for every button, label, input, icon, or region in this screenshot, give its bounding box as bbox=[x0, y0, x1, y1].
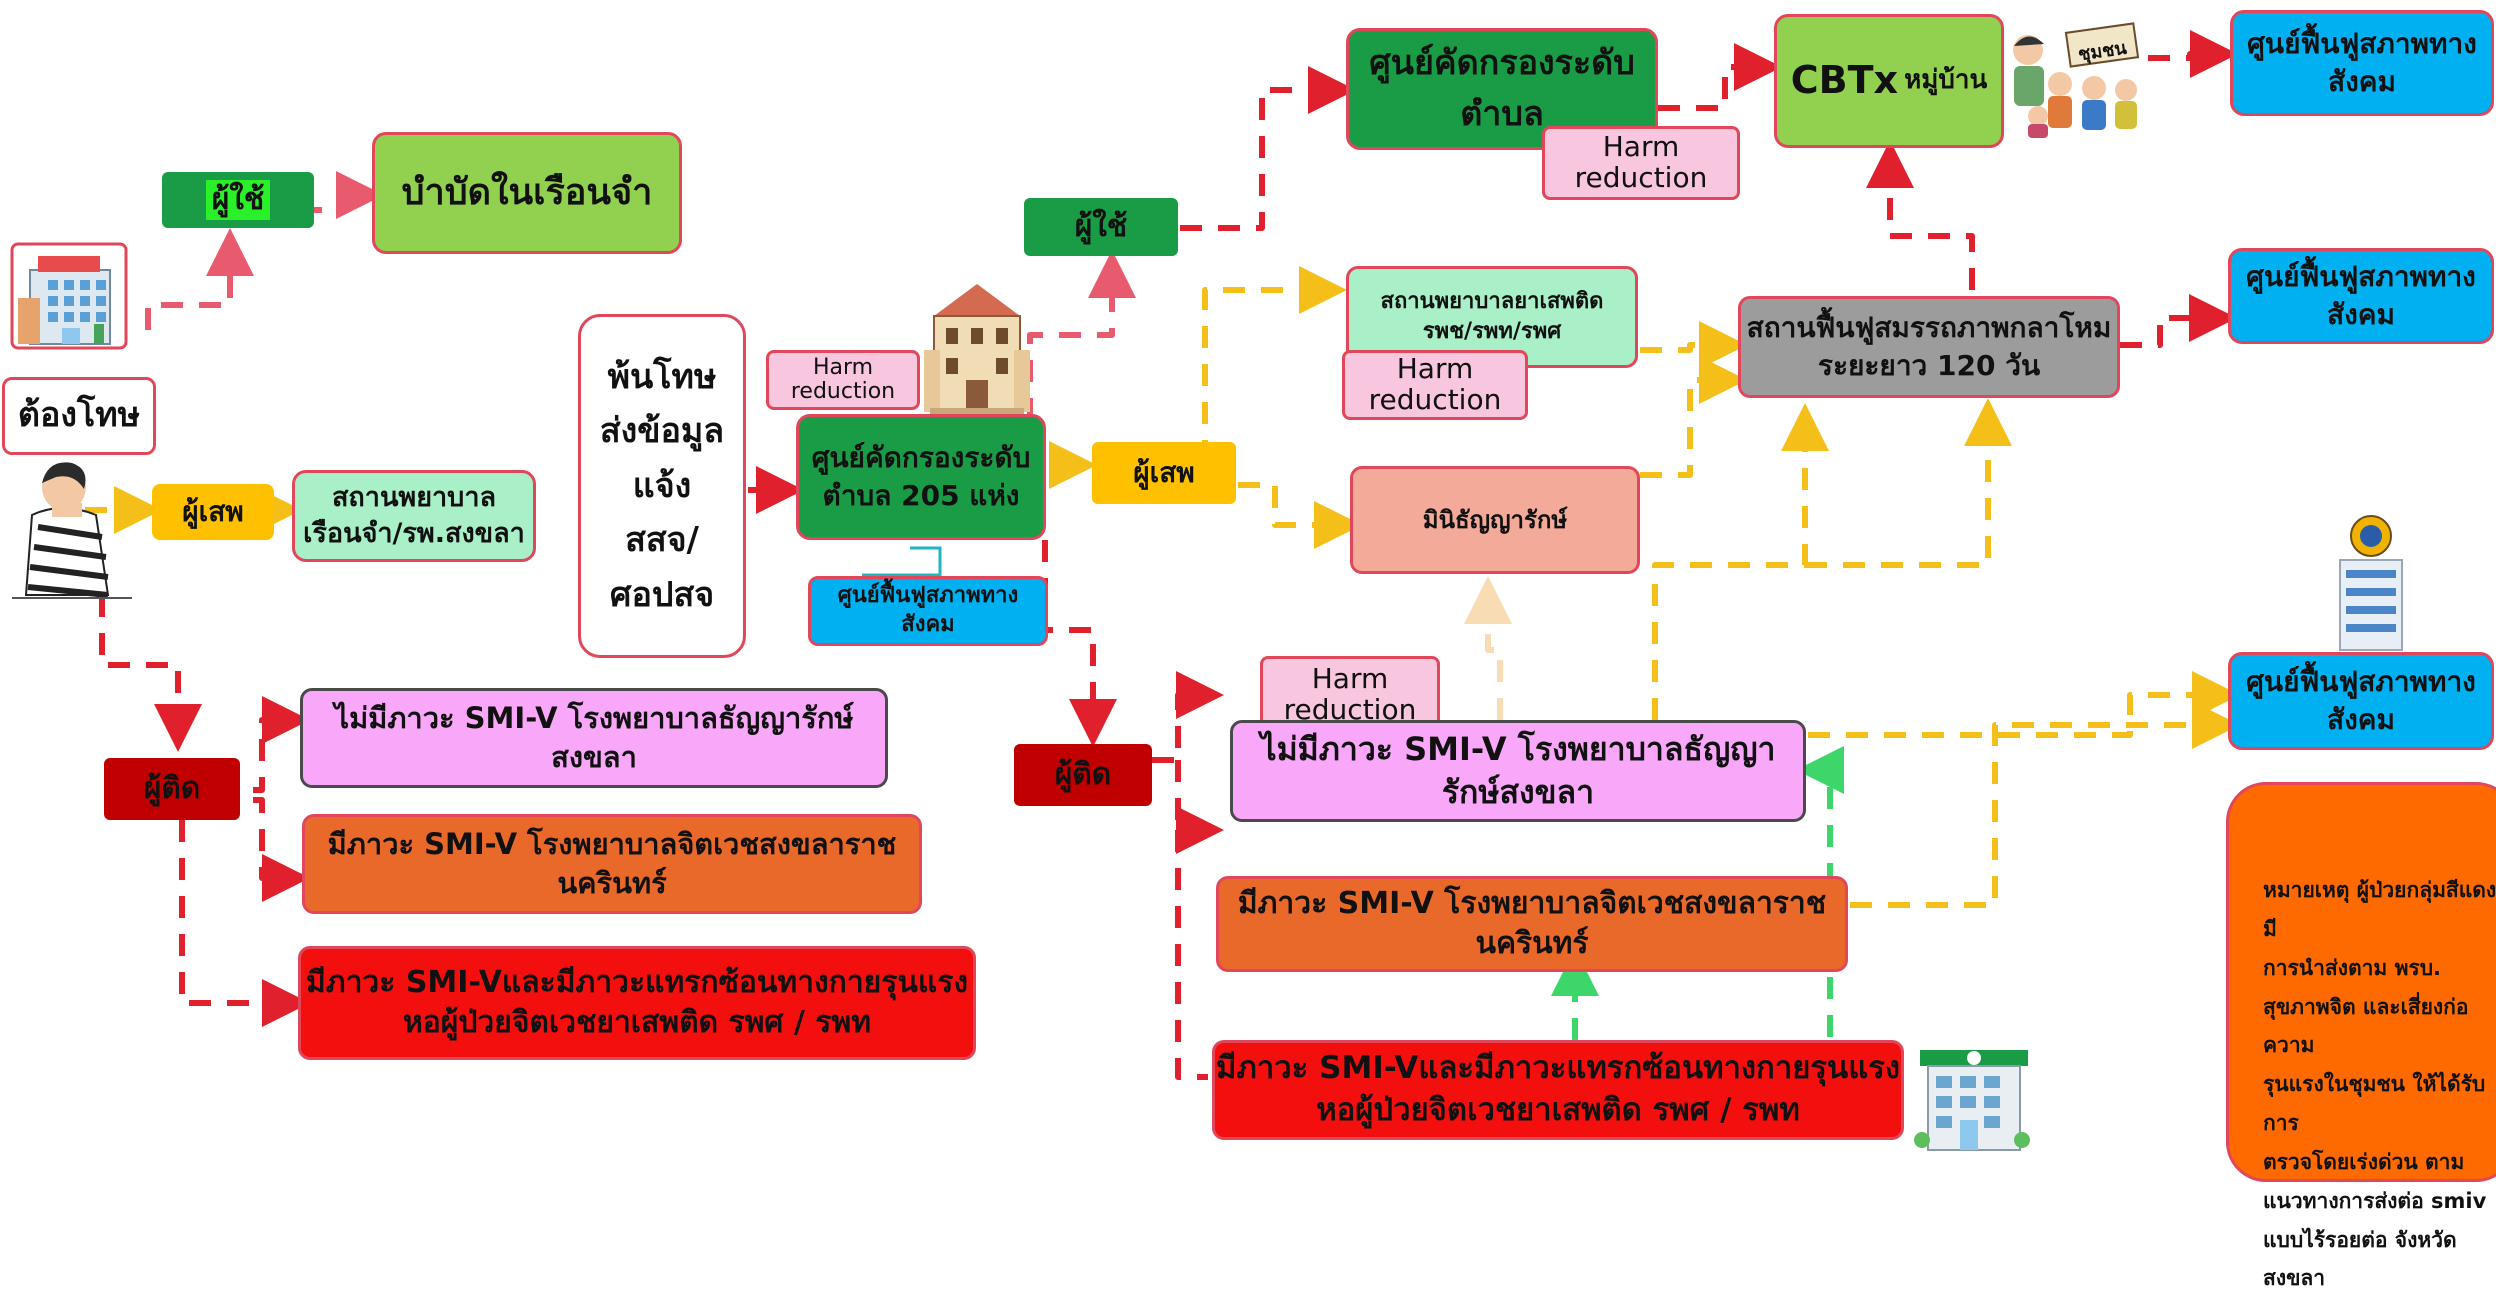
release-rehab-box: ศูนย์ฟื้นฟูสภาพทาง สังคม bbox=[808, 576, 1048, 646]
government-building-icon bbox=[2326, 514, 2416, 652]
prisoner-base-line bbox=[12, 597, 132, 599]
left-smi-yes-box: มีภาวะ SMI-V โรงพยาบาลจิตเวชสงขลาราชนคริ… bbox=[302, 814, 922, 914]
clinic-building-icon bbox=[1914, 1044, 2030, 1156]
release-notice-box: พ้นโทษ ส่งข้อมูล แจ้ง สสจ/ ศอปสจ bbox=[578, 314, 746, 658]
convicted-label: ต้องโทษ bbox=[2, 377, 156, 455]
clinic-harm-reduction: Harm reduction bbox=[1342, 350, 1528, 420]
military-rehab-center-box: สถานฟื้นฟูสมรรถภาพกลาโหม ระยะยาว 120 วัน bbox=[1738, 296, 2120, 398]
top-harm-reduction: Harm reduction bbox=[1542, 126, 1740, 200]
middle-smi-none-box: ไม่มีภาวะ SMI-V โรงพยาบาลธัญญารักษ์สงขลา bbox=[1230, 720, 1806, 822]
left-smi-violent-box: มีภาวะ SMI-Vและมีภาวะแทรกซ้อนทางกายรุนแร… bbox=[298, 946, 976, 1060]
prisoner-icon bbox=[12, 455, 132, 600]
community-people-icon: ชุมชน bbox=[1998, 20, 2148, 138]
left-addict-tag: ผู้เสพ bbox=[152, 484, 274, 540]
middle-user-tag: ผู้ใช้ bbox=[1024, 198, 1178, 256]
left-smi-none-box: ไม่มีภาวะ SMI-V โรงพยาบาลธัญญารักษ์สงขลา bbox=[300, 688, 888, 788]
mansion-icon bbox=[920, 280, 1034, 415]
left-user-tag: ผู้ใช้ bbox=[162, 172, 314, 228]
mini-thanya-box: มินิธัญญารักษ์ bbox=[1350, 466, 1640, 574]
middle-dependent-tag: ผู้ติด bbox=[1014, 744, 1152, 806]
middle-smi-yes-box: มีภาวะ SMI-V โรงพยาบาลจิตเวชสงขลาราชนคริ… bbox=[1216, 876, 1848, 972]
tambon-screening-box: ศูนย์คัดกรองระดับ ตำบล bbox=[1346, 28, 1658, 150]
release-harm-reduction: Harm reduction bbox=[766, 350, 920, 410]
note-box: หมายเหตุ ผู้ป่วยกลุ่มสีแดงมี การนำส่งตาม… bbox=[2226, 782, 2496, 1290]
left-dependent-tag: ผู้ติด bbox=[104, 758, 240, 820]
district-screening-box: ศูนย์คัดกรองระดับ ตำบล 205 แห่ง bbox=[796, 414, 1046, 540]
prison-treatment-box: บำบัดในเรือนจำ bbox=[372, 132, 682, 254]
prison-hospital-box: สถานพยาบาล เรือนจำ/รพ.สงขลา bbox=[292, 470, 536, 562]
middle-addict-tag: ผู้เสพ bbox=[1092, 442, 1236, 504]
rehab-social-box-3: ศูนย์ฟื้นฟูสภาพทาง สังคม bbox=[2228, 652, 2494, 750]
hospital-icon bbox=[10, 240, 128, 350]
flow-arrows bbox=[85, 30, 2240, 1080]
rehab-social-box-2: ศูนย์ฟื้นฟูสภาพทาง สังคม bbox=[2228, 248, 2494, 344]
middle-smi-violent-box: มีภาวะ SMI-Vและมีภาวะแทรกซ้อนทางกายรุนแร… bbox=[1212, 1040, 1904, 1140]
rehab-social-box-1: ศูนย์ฟื้นฟูสภาพทาง สังคม bbox=[2230, 10, 2494, 116]
